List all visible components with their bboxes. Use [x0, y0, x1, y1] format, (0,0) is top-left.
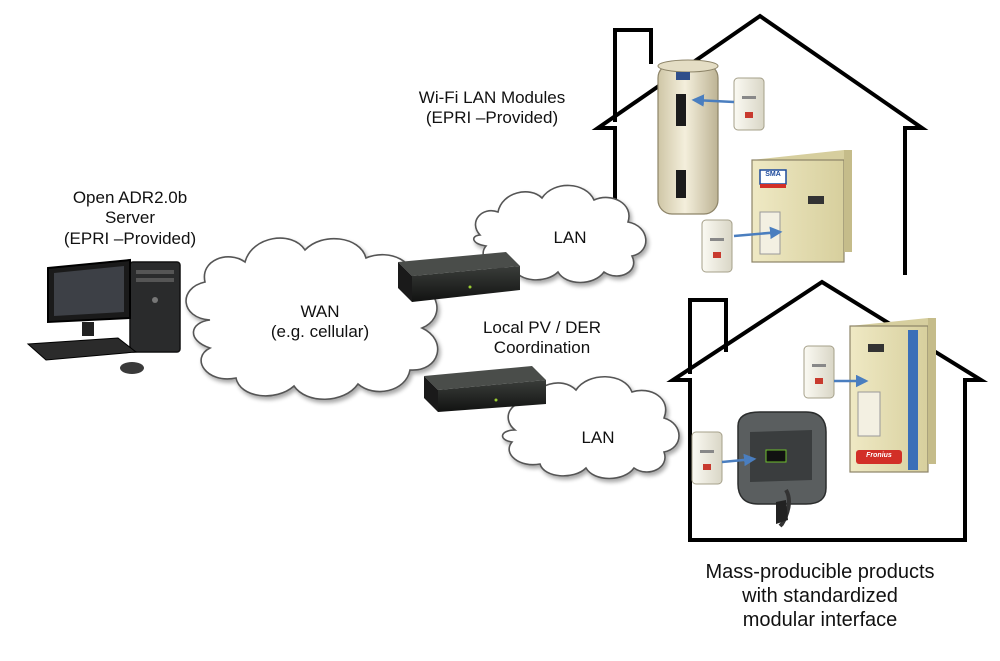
- desktop-computer-icon: [26, 258, 181, 374]
- wifi-module-1-icon: [733, 77, 765, 131]
- wifi-modules-label: Wi-Fi LAN Modules (EPRI –Provided): [418, 88, 566, 128]
- wan-label: WAN (e.g. cellular): [270, 302, 370, 342]
- house-bottom-chimney: [688, 298, 728, 374]
- wifi-module-2-icon: [701, 219, 733, 273]
- wan-cloud: [185, 237, 439, 401]
- inverter-bottom-icon: [849, 318, 936, 473]
- wifi-module-4-icon: [691, 431, 723, 485]
- arrow-module-to-water-heater: [691, 94, 735, 107]
- inverter-bottom-brand: Fronius: [866, 452, 892, 459]
- wifi-module-3-icon: [803, 345, 835, 399]
- arrow-module-to-ev-charger: [721, 453, 757, 467]
- gateway-top: [398, 252, 520, 302]
- local-coordination-label: Local PV / DER Coordination: [482, 318, 602, 358]
- ev-charger-icon: [737, 411, 827, 528]
- mass-producible-label: Mass-producible products with standardiz…: [705, 561, 935, 631]
- arrow-module-to-inverter-top: [733, 226, 783, 240]
- inverter-top-icon: [751, 150, 852, 263]
- server-label: Open ADR2.0b Server (EPRI –Provided): [63, 188, 197, 248]
- lan-bottom-label: LAN: [581, 428, 615, 447]
- water-heater-icon: [657, 59, 719, 215]
- lan-bottom-cloud: [501, 376, 680, 480]
- inverter-top-brand: SMA: [765, 171, 781, 178]
- gateway-bottom: [424, 366, 546, 412]
- house-top-outline: [591, 13, 929, 275]
- house-top-chimney: [613, 28, 653, 122]
- lan-top-label: LAN: [553, 228, 587, 247]
